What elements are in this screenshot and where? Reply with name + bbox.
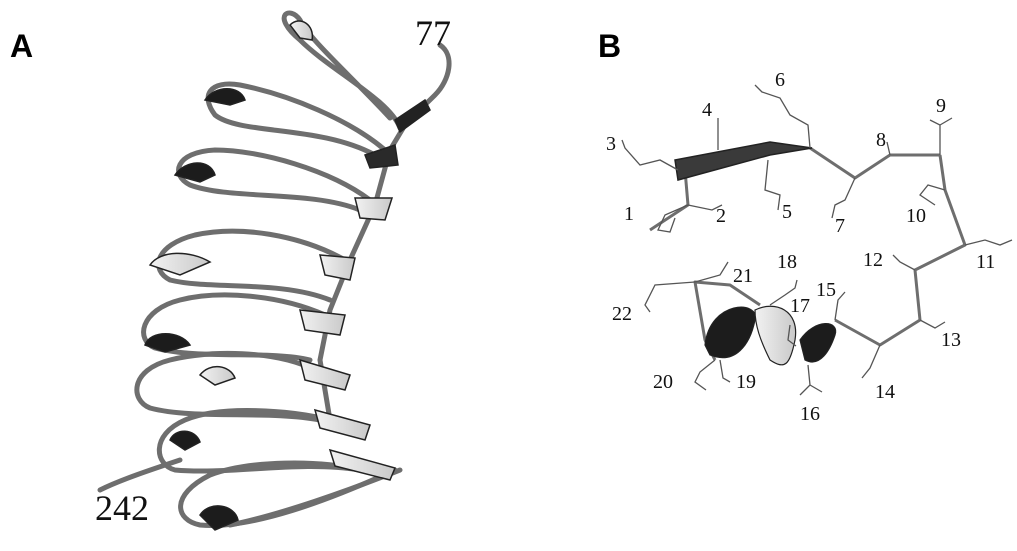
residue-label-14: 14 [875,381,895,403]
ribbon-connector [230,470,400,525]
sidechain-20 [695,360,715,390]
sidechain-10 [920,185,945,205]
helix-turn-1 [705,307,755,357]
strand-arrow-1 [395,100,430,132]
residue-label-15: 15 [816,279,836,301]
residue-label-7: 7 [835,215,845,237]
residue-label-20: 20 [653,371,673,393]
residue-label-1: 1 [624,203,634,225]
panel-a-ribbon [100,13,449,526]
strand-arrow-8 [330,450,395,480]
residue-label-2: 2 [716,205,726,227]
panel-b-backbone [650,148,965,360]
residue-label-19: 19 [736,371,756,393]
ribbon-tail-bottom [100,460,180,490]
residue-label-start: 77 [415,13,451,53]
residue-label-4: 4 [702,99,712,121]
panel-b-labels: 1 2 3 4 5 6 7 8 9 10 11 12 13 14 15 16 1… [606,69,995,425]
sidechain-11 [965,240,1012,245]
ribbon-loop-3 [179,150,370,210]
strand-arrow-6 [300,360,350,390]
turn-6 [200,367,235,385]
sidechain-12 [893,255,915,270]
residue-label-10: 10 [906,205,926,227]
residue-label-21: 21 [733,265,753,287]
residue-label-9: 9 [936,95,946,117]
residue-label-17: 17 [790,295,810,317]
sidechain-16 [800,365,822,395]
strand-arrow-4 [320,255,355,280]
sidechain-9 [930,118,952,155]
sidechain-22 [645,282,695,312]
residue-label-end: 242 [95,488,149,528]
residue-label-3: 3 [606,133,616,155]
residue-label-6: 6 [775,69,785,91]
backbone-top [810,148,940,178]
sidechain-14 [862,345,880,378]
sidechain-21 [695,262,728,282]
strand-arrow-3 [355,198,392,220]
sidechain-13 [920,320,945,328]
sidechain-7 [832,178,855,218]
residue-label-8: 8 [876,129,886,151]
turn-7 [170,431,200,450]
helix-turn-3 [800,324,836,362]
residue-label-12: 12 [863,249,883,271]
sidechain-15 [835,292,845,320]
sidechain-8 [887,142,890,155]
residue-label-13: 13 [941,329,961,351]
sidechain-6 [755,85,810,148]
panel-a-strands [300,100,430,480]
residue-label-18: 18 [777,251,797,273]
sidechain-5 [765,160,780,210]
residue-label-11: 11 [976,251,995,273]
strand-3-6 [675,142,812,180]
sidechain-3 [622,140,678,170]
residue-label-5: 5 [782,201,792,223]
strand-arrow-5 [300,310,345,335]
backbone-right [835,155,965,345]
residue-label-16: 16 [800,403,820,425]
residue-label-22: 22 [612,303,632,325]
sidechain-19 [720,360,730,382]
strand-arrow-7 [315,410,370,440]
panel-b-helix [705,306,836,365]
